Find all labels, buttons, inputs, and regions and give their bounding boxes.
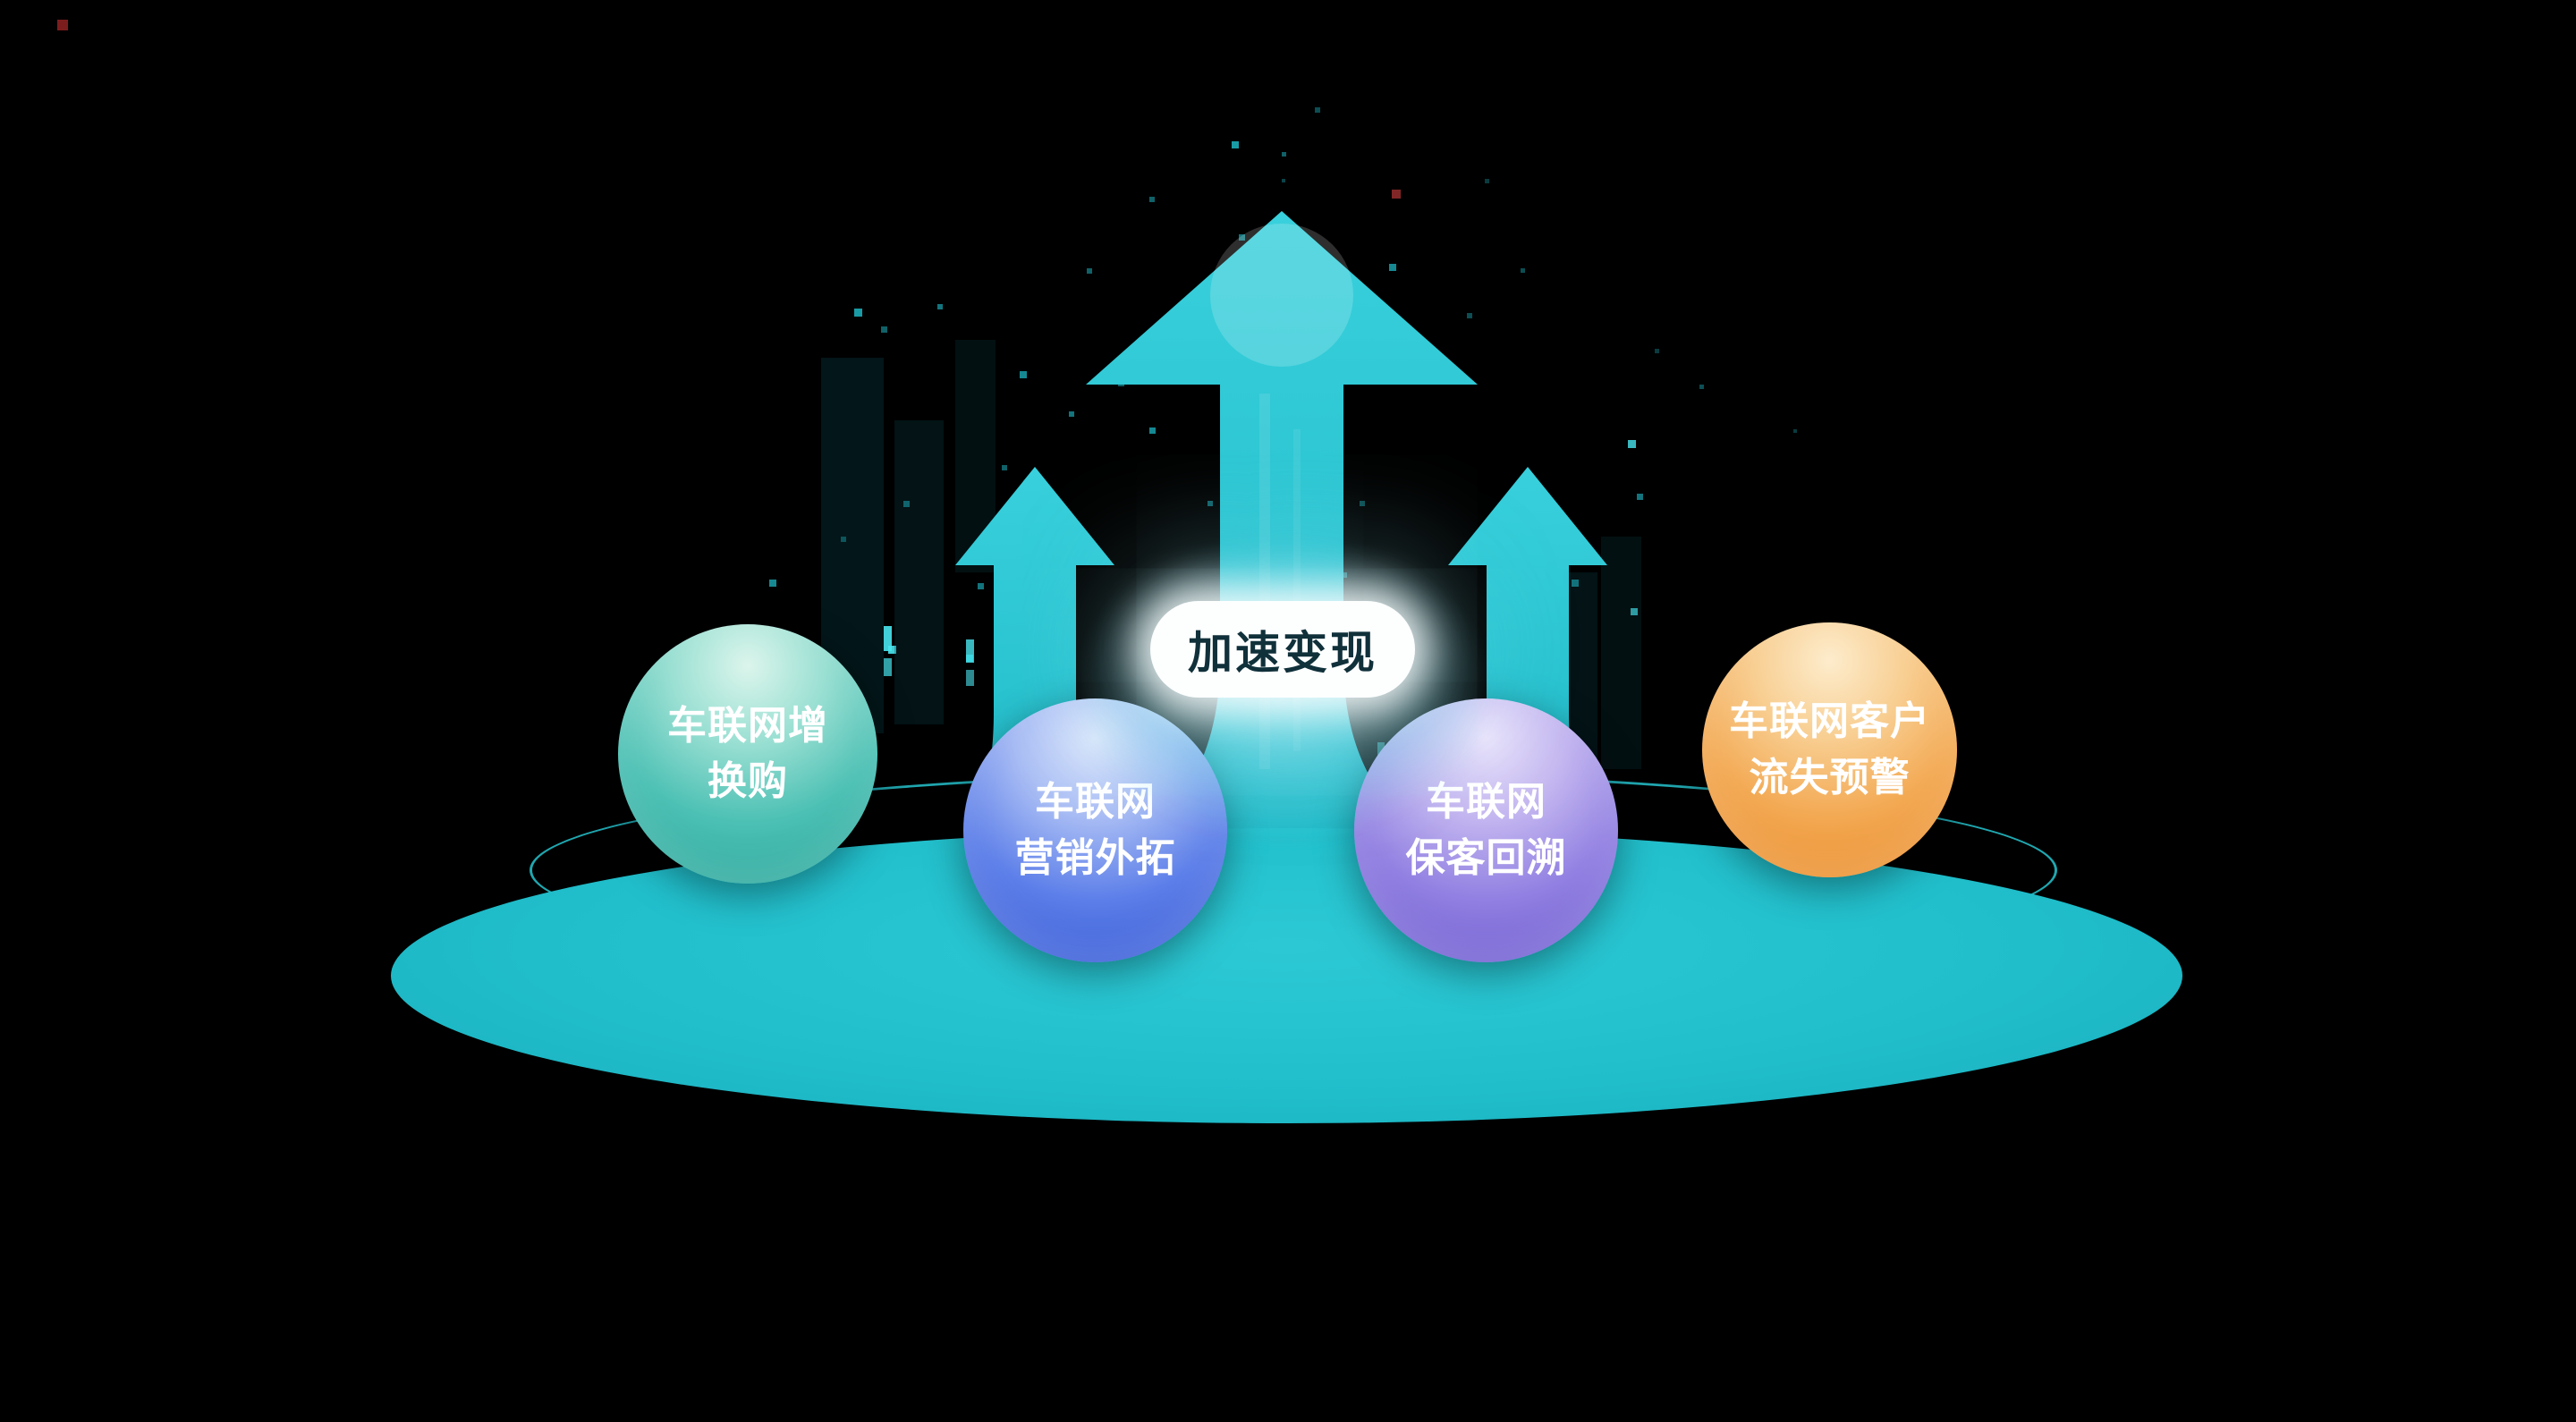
decor-dot: [1360, 501, 1365, 506]
decor-dot: [769, 580, 776, 587]
platform-ellipse: [391, 828, 2182, 1123]
decor-dot: [1149, 197, 1155, 202]
decor-dot: [1087, 268, 1092, 274]
arrow-tip-glow: [1210, 224, 1353, 367]
decor-bar: [884, 658, 892, 676]
decor-dot: [1392, 190, 1401, 199]
decor-building-silhouette: [1601, 537, 1641, 769]
decor-dot: [1485, 179, 1489, 183]
decor-dot: [1282, 179, 1285, 182]
decor-dot: [903, 501, 910, 507]
decor-dot: [1572, 580, 1579, 587]
decor-bar: [966, 670, 974, 686]
decor-dot: [978, 583, 984, 589]
decor-dot: [937, 304, 943, 309]
decor-dot: [841, 537, 846, 542]
sphere-label: 车联网增 换购: [667, 702, 828, 804]
decor-dot: [1655, 349, 1659, 353]
decor-dot: [1628, 440, 1636, 448]
decor-dot: [1521, 268, 1525, 273]
sphere-label: 车联网 保客回溯: [1405, 779, 1567, 881]
decor-dot: [1699, 385, 1704, 389]
center-pill-label: 加速变现: [1188, 627, 1377, 679]
decor-dot: [1315, 107, 1320, 113]
decor-dot: [888, 646, 896, 654]
decor-dot: [1631, 608, 1638, 615]
decor-dot: [1389, 264, 1396, 271]
decor-dot: [1149, 427, 1156, 434]
decor-dot: [854, 309, 862, 317]
sphere-iov-trade-in: 车联网增 换购: [618, 624, 877, 884]
sphere-label: 车联网客户 流失预警: [1729, 698, 1930, 800]
center-pill: 加速变现: [1150, 601, 1415, 698]
sphere-iov-churn-warning: 车联网客户 流失预警: [1702, 622, 1957, 877]
decor-dot: [881, 326, 887, 333]
decor-dot: [1239, 234, 1245, 241]
decor-dot: [1637, 494, 1643, 500]
decor-dot: [1208, 501, 1213, 506]
decor-dot: [1793, 429, 1797, 433]
decor-dot: [1069, 411, 1074, 417]
decor-building-silhouette: [894, 420, 944, 724]
decor-bar: [884, 626, 892, 651]
decor-dot: [57, 20, 68, 30]
center-arrow: [1086, 211, 1478, 851]
decor-bar: [966, 639, 974, 663]
decor-dot: [1020, 371, 1027, 378]
decor-dot: [1002, 465, 1007, 470]
decor-dot: [1232, 141, 1239, 148]
decor-dot: [1467, 313, 1472, 318]
decor-dot: [1282, 152, 1286, 157]
